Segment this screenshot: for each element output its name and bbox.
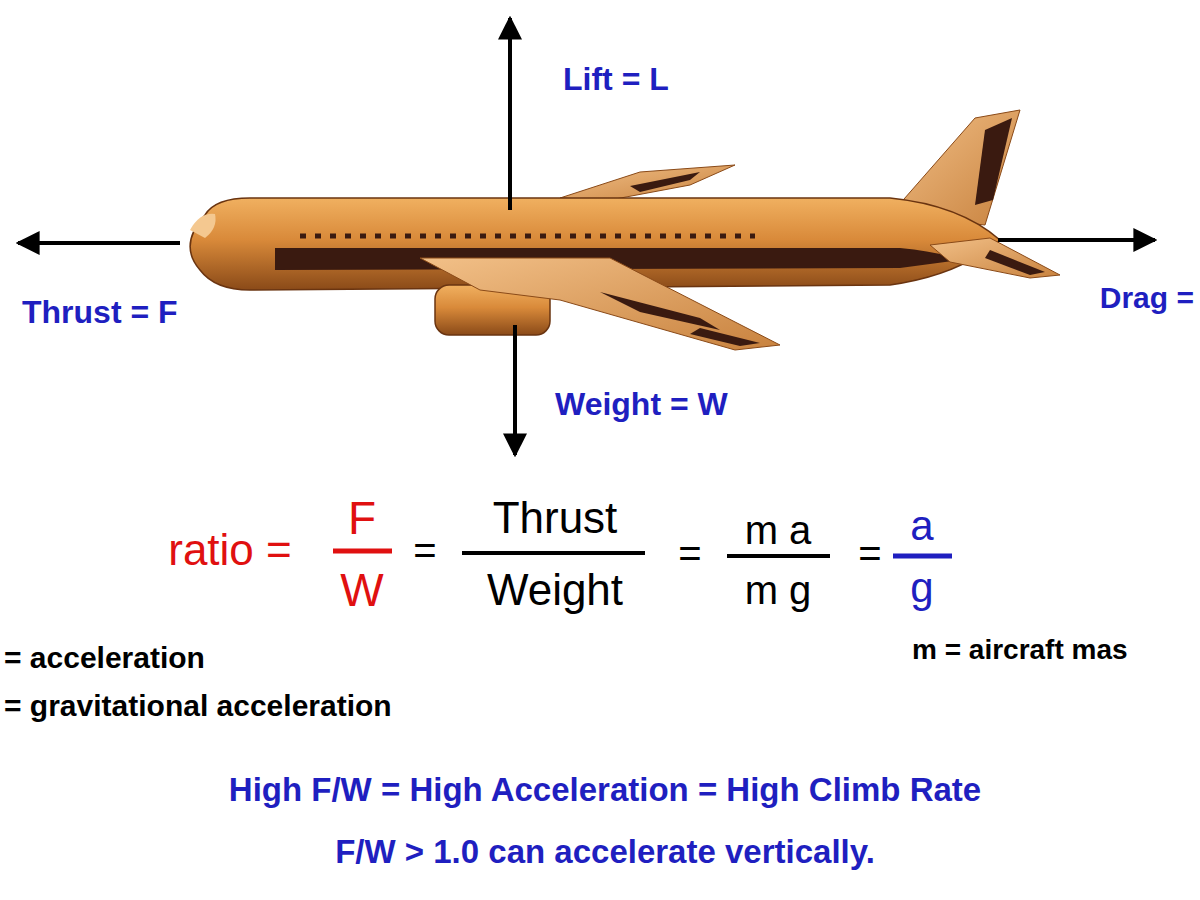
equation-term: m g: [745, 568, 812, 612]
tail-rudder: [975, 118, 1012, 205]
fraction-bar: [462, 551, 645, 555]
rear-wing-flap: [630, 172, 700, 192]
aileron: [690, 328, 760, 346]
wing-flap: [600, 292, 720, 330]
rear-wing: [560, 165, 735, 200]
nose-cockpit: [190, 214, 216, 238]
fraction-bar: [727, 554, 830, 558]
symbol-definition: m = aircraft mas: [912, 635, 1128, 666]
equation-term: Thrust: [493, 494, 618, 542]
force-label: Lift = L: [563, 62, 669, 97]
note: High F/W = High Acceleration = High Clim…: [229, 772, 981, 808]
equals-sign: =: [858, 531, 881, 575]
fraction-bar: [333, 549, 392, 554]
equation-term: g: [910, 565, 933, 611]
fraction-bar: [893, 554, 952, 559]
weight-arrow: [513, 325, 517, 455]
elevator: [985, 250, 1045, 275]
cabin-windows: [300, 234, 755, 239]
equation-term: ratio =: [168, 526, 292, 574]
force-label: Thrust = F: [22, 295, 178, 330]
drag-arrow: [998, 238, 1155, 242]
thrust-arrow: [18, 241, 180, 245]
note: F/W > 1.0 can accelerate vertically.: [335, 834, 875, 870]
equation-term: W: [340, 565, 383, 616]
equation-term: F: [348, 493, 376, 544]
symbol-definition: = gravitational acceleration: [4, 689, 392, 722]
force-label: Weight = W: [555, 387, 728, 422]
front-wing: [420, 258, 780, 350]
symbol-definition: = acceleration: [4, 641, 205, 674]
equals-sign: =: [678, 531, 701, 575]
lift-arrow: [508, 18, 512, 210]
horizontal-stabilizer: [930, 238, 1060, 278]
equation-term: m a: [745, 508, 812, 552]
equation-term: Weight: [487, 566, 623, 614]
equation-term: a: [910, 503, 933, 549]
equals-sign: =: [413, 528, 436, 572]
force-label: Drag =: [1100, 281, 1194, 314]
